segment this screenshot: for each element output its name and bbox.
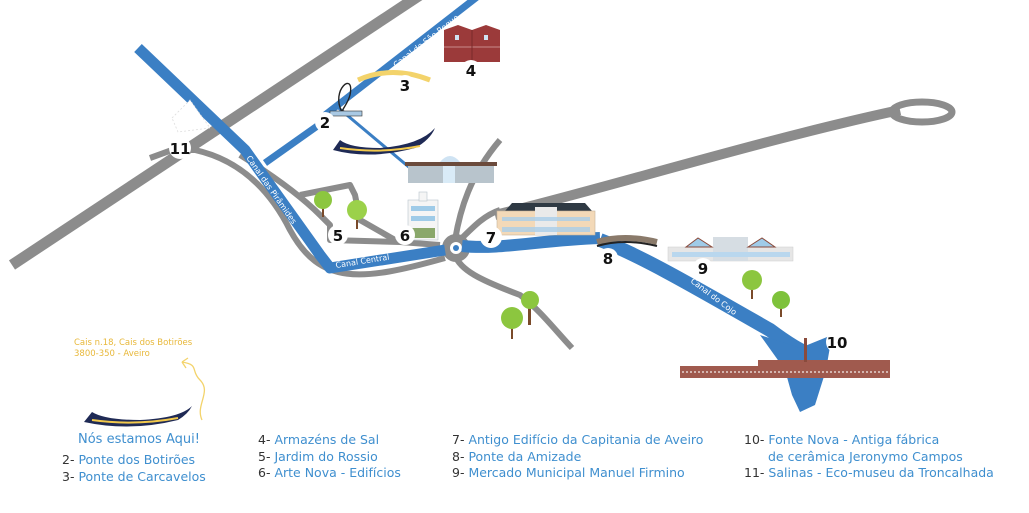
legend-item-3[interactable]: 3- Ponte de Carcavelos [62, 468, 206, 484]
legend-item-11[interactable]: 11- Salinas - Eco-museu da Troncalhada [744, 465, 994, 480]
legend-item-10[interactable]: 10- Fonte Nova - Antiga fábrica [744, 432, 940, 447]
legend-column-2: 4- Armazéns de Sal 5- Jardim do Rossio 6… [258, 432, 401, 482]
canal-label-cojo: Canal do Cojo [689, 276, 739, 317]
road-jardim [299, 182, 397, 243]
canal-pyramids [134, 44, 446, 274]
marker-3[interactable]: 3 [395, 75, 415, 95]
road-diagonal-main [8, 0, 423, 270]
tree-icon [347, 200, 367, 229]
svg-text:9: 9 [698, 260, 708, 278]
address: Cais n.18, Cais dos Botirões 3800-350 - … [74, 338, 192, 360]
marker-2[interactable]: 2 [315, 112, 335, 132]
road-east-avenue [493, 105, 902, 220]
address-line-1: Cais n.18, Cais dos Botirões [74, 338, 193, 348]
you-are-here-arrow [181, 357, 206, 421]
marker-5[interactable]: 5 [328, 225, 348, 245]
tree-icon [742, 270, 762, 299]
legend-column-4: 10- Fonte Nova - Antiga fábrica de cerâm… [744, 432, 994, 482]
road-south [452, 253, 575, 351]
legend-item-10-continued: de cerâmica Jeronymo Campos [768, 448, 963, 464]
armazens-de-sal-icon[interactable] [444, 25, 500, 62]
ponte-de-carcavelos-icon[interactable] [356, 70, 431, 83]
marker-8[interactable]: 8 [598, 248, 618, 268]
svg-text:10: 10 [827, 334, 848, 352]
svg-text:6: 6 [400, 227, 410, 245]
marker-9[interactable]: 9 [693, 258, 713, 278]
marker-11[interactable]: 11 [169, 137, 191, 159]
tree-icon [314, 191, 332, 217]
legend-item-9[interactable]: 9- Mercado Municipal Manuel Firmino [452, 465, 685, 480]
roundabout-pond [453, 245, 459, 251]
legend-item-6[interactable]: 6- Arte Nova - Edifícios [258, 465, 401, 480]
legend-item-7[interactable]: 7- Antigo Edifício da Capitania de Aveir… [452, 432, 704, 447]
fonte-nova-factory-icon[interactable] [680, 338, 890, 378]
legend-item-2[interactable]: 2- Ponte dos Botirões [62, 452, 196, 467]
marker-4[interactable]: 4 [461, 60, 481, 80]
address-line-2: 3800-350 - Aveiro [74, 349, 150, 359]
tree-icon [501, 307, 523, 339]
svg-text:8: 8 [603, 250, 613, 268]
canal-central-east [461, 232, 601, 253]
capitania-building-icon[interactable] [496, 203, 596, 236]
legend-column-3: 7- Antigo Edifício da Capitania de Aveir… [452, 432, 703, 482]
moliceiro-boat-icon [333, 128, 435, 155]
you-are-here-label: Nós estamos Aqui! [78, 432, 200, 447]
marker-6[interactable]: 6 [395, 225, 415, 245]
legend-column-1: 2- Ponte dos Botirões 3- Ponte de Carcav… [62, 452, 206, 485]
svg-text:3: 3 [400, 77, 410, 95]
road-salinas [148, 147, 446, 278]
svg-text:11: 11 [170, 140, 191, 158]
road-roundabout-east [888, 98, 956, 126]
svg-text:5: 5 [333, 227, 343, 245]
ponte-da-amizade-icon[interactable] [596, 235, 658, 247]
legend-item-5[interactable]: 5- Jardim do Rossio [258, 448, 378, 464]
legend-item-4[interactable]: 4- Armazéns de Sal [258, 432, 380, 447]
tree-icon [521, 291, 539, 325]
svg-text:4: 4 [466, 62, 476, 80]
svg-text:2: 2 [320, 114, 330, 132]
market-pavilion-icon [405, 156, 497, 183]
legend-item-8[interactable]: 8- Ponte da Amizade [452, 448, 582, 464]
you-are-here-boat-icon [84, 406, 192, 427]
marker-7[interactable]: 7 [480, 226, 502, 248]
marker-10[interactable]: 10 [826, 331, 848, 353]
road-north-to-roundabout [452, 138, 503, 241]
svg-text:7: 7 [486, 229, 496, 247]
tree-icon [772, 291, 790, 317]
mercado-manuel-firmino-icon[interactable] [667, 237, 794, 262]
salinas-icon[interactable] [171, 99, 211, 133]
